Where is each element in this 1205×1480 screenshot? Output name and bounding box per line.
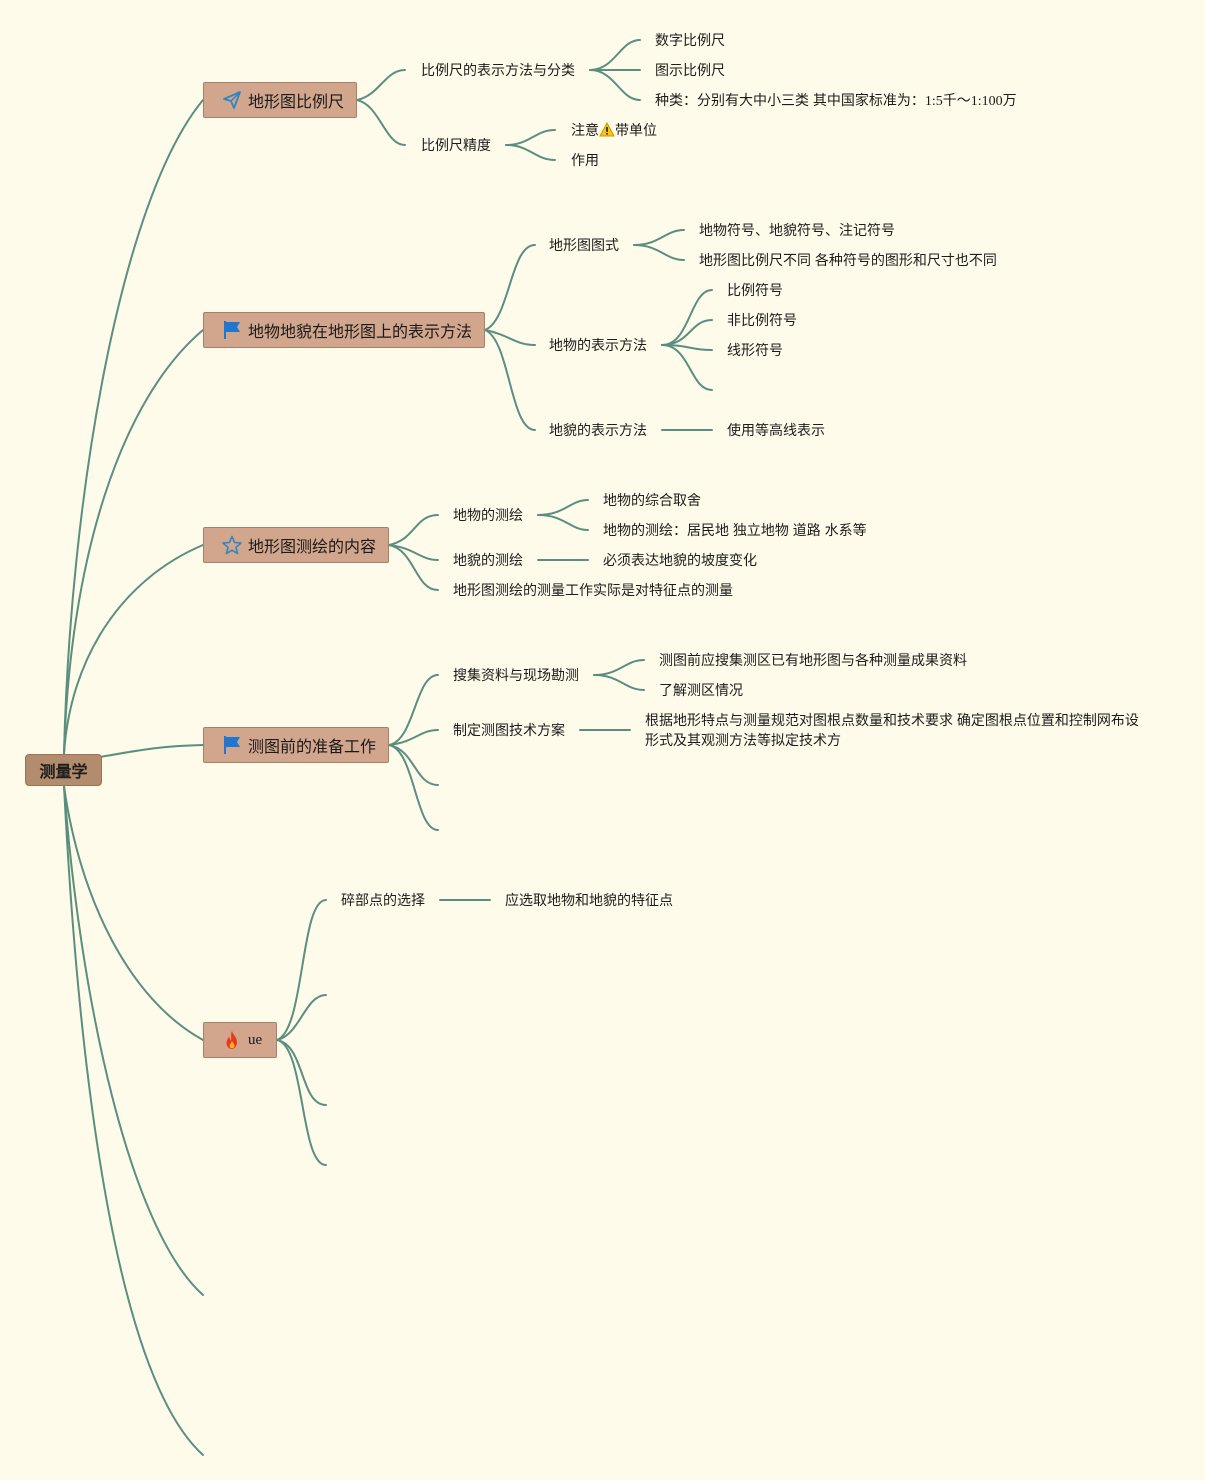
note-prefix: 注意 [571,122,599,138]
fire-icon [222,1030,242,1050]
feature-survey[interactable]: 地物的测绘 [453,507,523,523]
root-label: 测量学 [39,764,88,781]
collect-data-detail[interactable]: 测图前应搜集测区已有地形图与各种测量成果资料 [659,652,967,668]
contour-lines[interactable]: 使用等高线表示 [727,422,825,438]
branch-survey-content[interactable]: 地形图测绘的内容 [203,527,389,563]
star-outline-icon [222,535,242,555]
feature-survey-detail[interactable]: 地物的测绘：居民地 独立地物 道路 水系等 [603,522,867,538]
blue-flag-icon [222,735,242,755]
precision-usage[interactable]: 作用 [571,152,599,168]
precision-note[interactable]: 注意带单位 [571,120,657,143]
feature-point-survey[interactable]: 地形图测绘的测量工作实际是对特征点的测量 [453,582,733,598]
map-legend[interactable]: 地形图图式 [549,237,619,253]
scale-precision[interactable]: 比例尺精度 [421,137,491,153]
branch-scale[interactable]: 地形图比例尺 [203,82,357,118]
detail-point-selection[interactable]: 碎部点的选择 [341,892,425,908]
technical-plan-detail[interactable]: 根据地形特点与测量规范对图根点数量和技术要求 确定图根点位置和控制网布设形式及其… [645,712,1139,748]
warning-icon [599,121,615,143]
paper-plane-icon [222,90,242,110]
scale-representation[interactable]: 比例尺的表示方法与分类 [421,62,575,78]
branch-preparation[interactable]: 测图前的准备工作 [203,727,389,763]
branch-survey-content-label: 地形图测绘的内容 [248,539,377,556]
graphic-scale[interactable]: 图示比例尺 [655,62,725,78]
branch-representation-methods[interactable]: 地物地貌在地形图上的表示方法 [203,312,485,348]
branch-ue-label: ue [248,1031,263,1048]
branch-scale-label: 地形图比例尺 [248,94,345,111]
branch-representation-methods-label: 地物地貌在地形图上的表示方法 [248,324,473,341]
relief-survey[interactable]: 地貌的测绘 [453,552,523,568]
line-symbol[interactable]: 线形符号 [727,342,783,358]
understand-area[interactable]: 了解测区情况 [659,682,743,698]
collect-data[interactable]: 搜集资料与现场勘测 [453,667,579,683]
feature-methods[interactable]: 地物的表示方法 [549,337,647,353]
scale-types-prefix: 种类：分别有大中小三类 其中国家标准为： [655,92,925,108]
root-node[interactable]: 测量学 [25,754,102,786]
symbol-types[interactable]: 地物符号、地貌符号、注记符号 [699,222,895,238]
numeric-scale[interactable]: 数字比例尺 [655,32,725,48]
scale-types-ratio: 1:5千～1:100万 [924,94,1017,109]
technical-plan[interactable]: 制定测图技术方案 [453,722,565,738]
note-suffix: 带单位 [615,122,657,138]
feature-generalization[interactable]: 地物的综合取舍 [603,492,701,508]
non-scale-symbol[interactable]: 非比例符号 [727,312,797,328]
blue-flag-icon [222,320,242,340]
branch-preparation-label: 测图前的准备工作 [248,739,377,756]
symbol-scale-differ[interactable]: 地形图比例尺不同 各种符号的图形和尺寸也不同 [699,252,997,268]
relief-methods[interactable]: 地貌的表示方法 [549,422,647,438]
branch-ue[interactable]: ue [203,1022,277,1058]
detail-point-selection-detail[interactable]: 应选取地物和地貌的特征点 [505,892,673,908]
scale-symbol[interactable]: 比例符号 [727,282,783,298]
scale-types[interactable]: 种类：分别有大中小三类 其中国家标准为：1:5千～1:100万 [655,90,1017,112]
slope-requirement[interactable]: 必须表达地貌的坡度变化 [603,552,757,568]
